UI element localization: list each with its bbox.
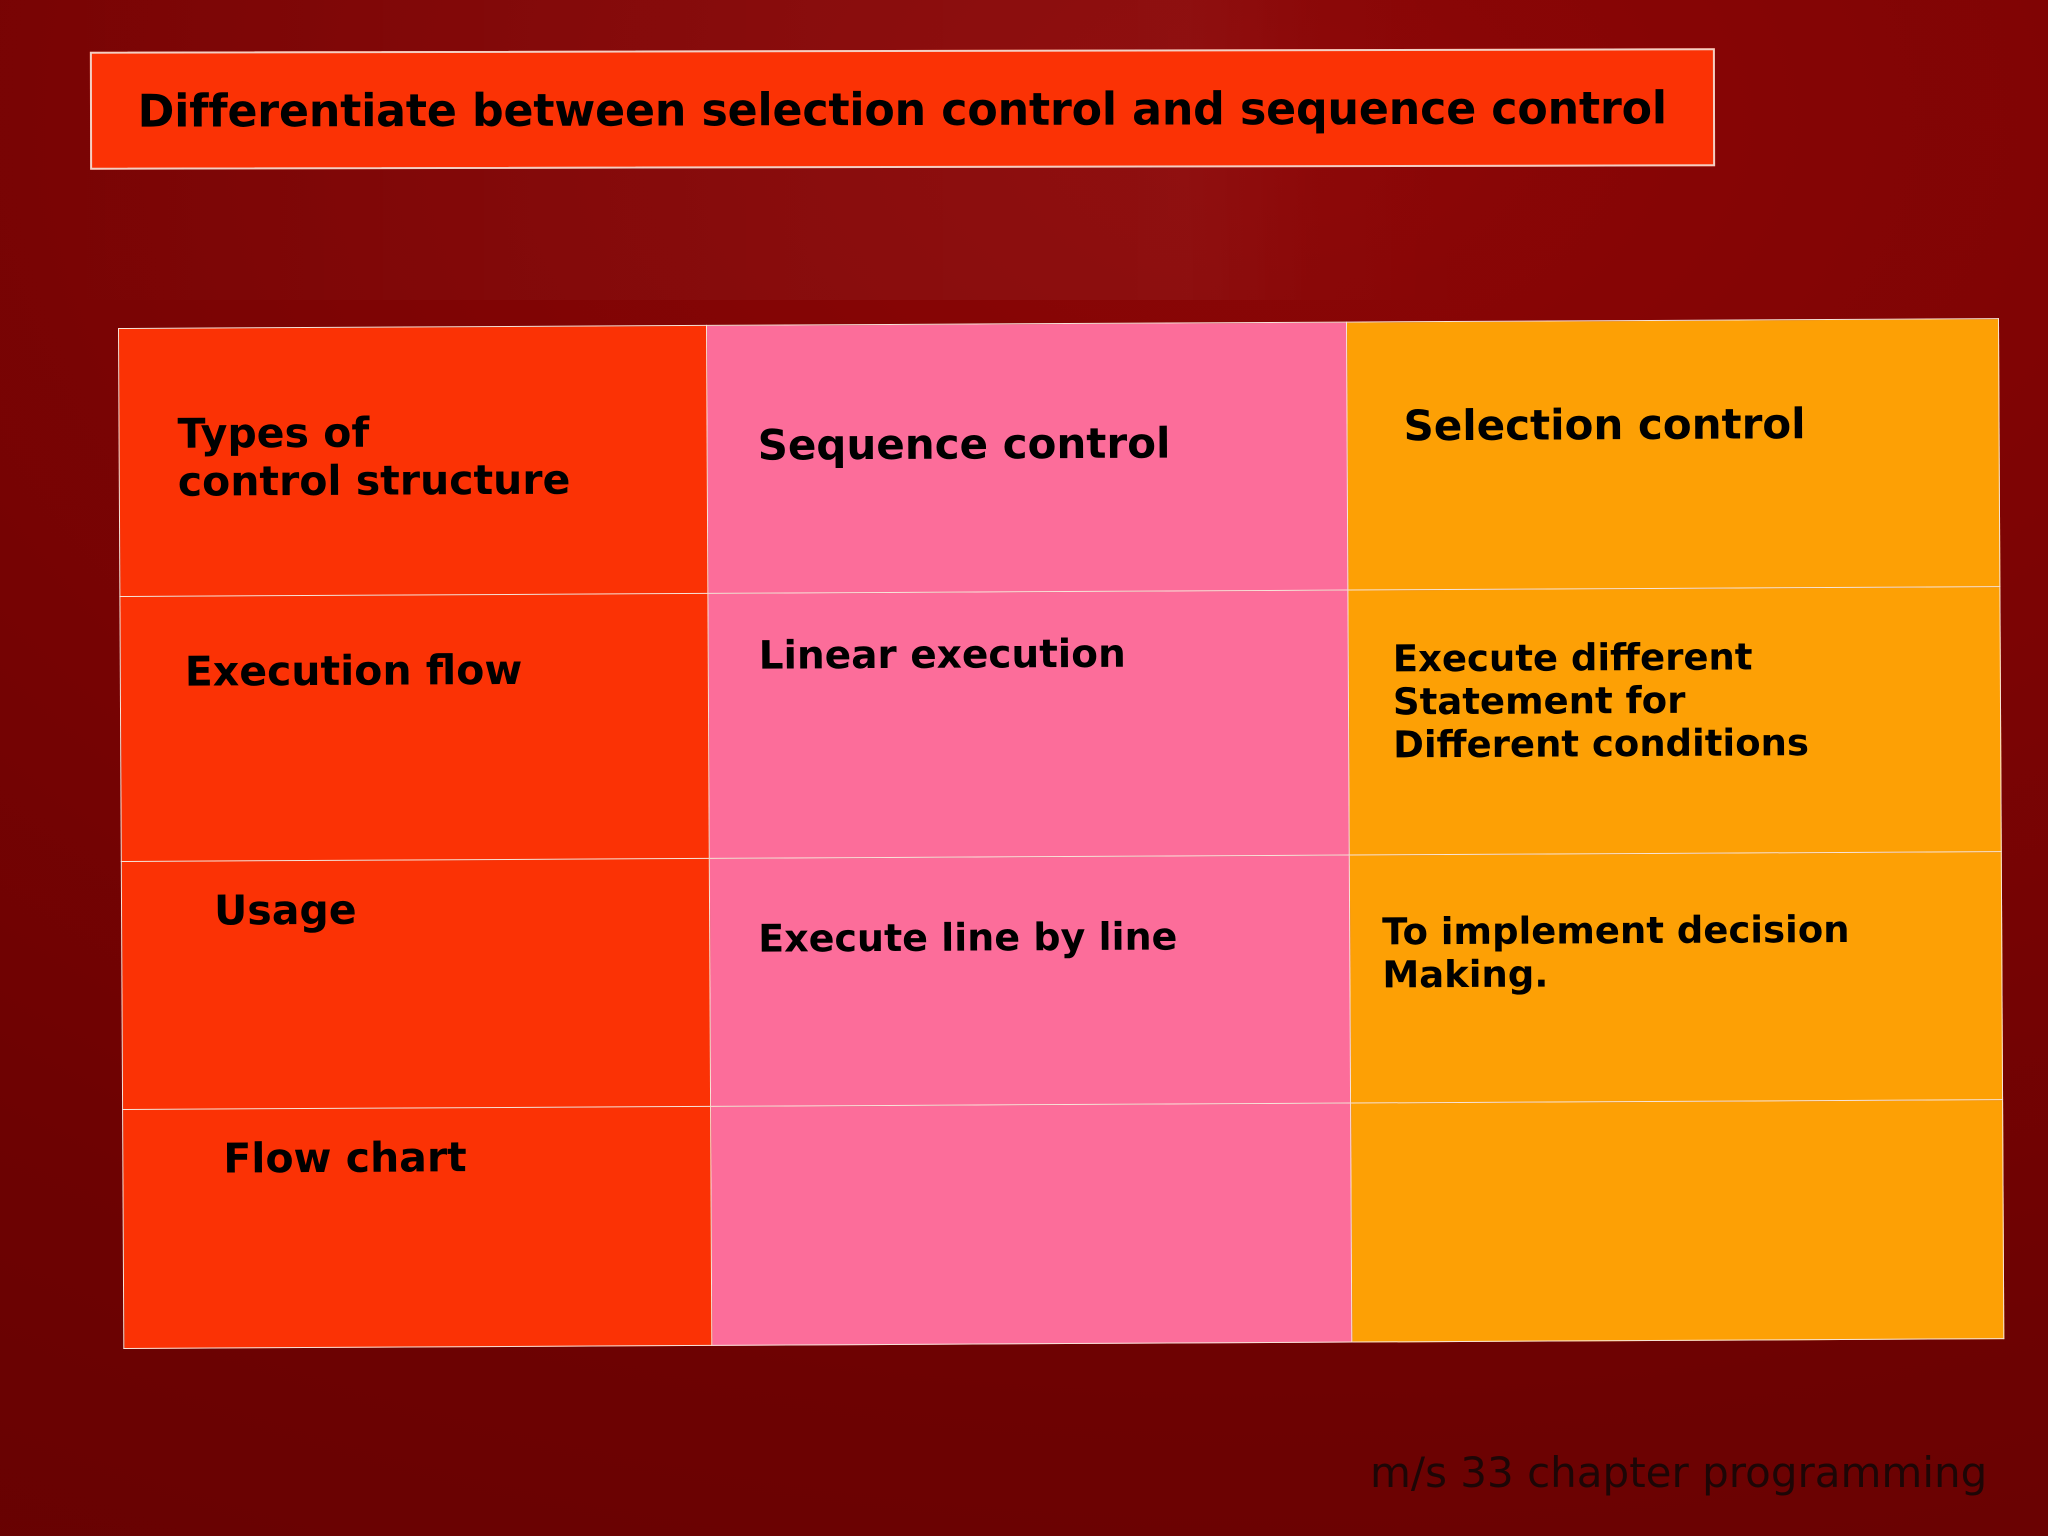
table-cell-sequence: Linear execution [707,590,1350,859]
page-title: Differentiate between selection control … [137,80,1668,138]
cell-selection-usage: To implement decision Making. [1382,907,1850,997]
table-cell-selection: To implement decision Making. [1349,851,2003,1104]
cell-aspect-execution-flow: Execution flow [184,645,523,696]
table-cell-aspect: Usage [121,858,711,1110]
cell-sequence-execution-flow: Linear execution [758,631,1126,679]
cell-selection-execution-flow: Execute different Statement for Differen… [1392,635,1810,767]
comparison-table-wrapper: Types of control structure Sequence cont… [118,318,2004,1349]
column-header-selection: Selection control [1403,399,1806,451]
cell-aspect-flow-chart: Flow chart [223,1133,467,1183]
table-cell-selection: Execute different Statement for Differen… [1347,586,2002,856]
table-row: Usage Execute line by line To implement … [121,851,2003,1110]
table-cell-sequence: Execute line by line [709,855,1351,1107]
table-row: Flow chart [122,1099,2004,1349]
table-cell-sequence-header: Sequence control [706,322,1348,594]
cell-aspect-usage: Usage [213,885,357,935]
table-cell-selection-header: Selection control [1346,318,2000,591]
table-cell-aspect: Execution flow [119,593,710,862]
table-row-header: Types of control structure Sequence cont… [118,318,2000,597]
table-cell-aspect-header: Types of control structure [118,325,708,597]
table-row: Execution flow Linear execution Execute … [119,586,2002,862]
table-cell-aspect: Flow chart [122,1106,712,1349]
slide-title-banner: Differentiate between selection control … [89,48,1716,170]
table-cell-sequence [710,1103,1352,1346]
column-header-aspect: Types of control structure [177,408,571,506]
cell-sequence-usage: Execute line by line [758,914,1178,961]
footer-note: m/s 33 chapter programming [1370,1448,1988,1497]
comparison-table: Types of control structure Sequence cont… [118,318,2004,1349]
column-header-sequence: Sequence control [757,418,1171,470]
table-cell-selection [1350,1099,2004,1343]
